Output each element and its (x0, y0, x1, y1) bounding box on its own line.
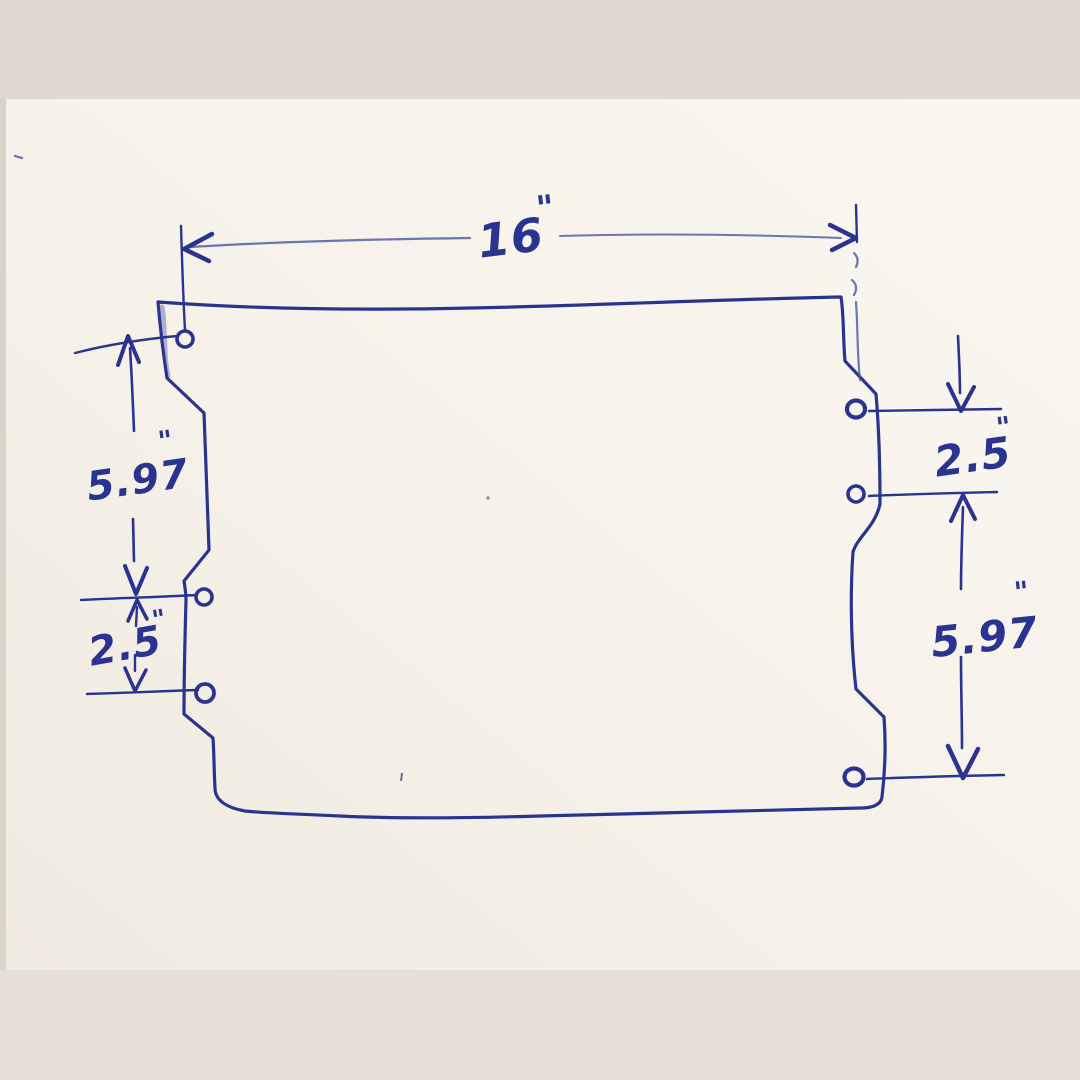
inch-mark: " (150, 604, 170, 636)
extension-line-right-lower (854, 300, 862, 382)
dim-line-16-right (559, 233, 842, 239)
dim-label-right-upper-value: 2.5 (931, 427, 1014, 486)
mounting-hole-right-top (844, 398, 868, 420)
dim-label-right-lower-value: 5.97 (928, 607, 1040, 667)
mounting-hole-left-bottom (194, 682, 216, 704)
arrowhead-down (123, 666, 148, 693)
extension-line-right-hole-bottom (865, 773, 1006, 781)
background-top-band (0, 0, 1080, 100)
arrowhead-right (827, 222, 859, 253)
dim-line-right-597-lower (959, 655, 964, 750)
dim-label-top-width: 16 " (475, 187, 558, 269)
arrowhead-down (946, 382, 976, 413)
mounting-hole-right-bottom (842, 766, 866, 788)
arrowhead-up (126, 598, 149, 623)
dim-line-right-597-upper (959, 505, 965, 591)
extension-line-right-hole-middle (867, 490, 999, 498)
paper-left-edge-shadow (0, 99, 6, 970)
pen-dot (400, 772, 403, 782)
plate-outline (156, 295, 887, 820)
mounting-hole-right-middle (846, 484, 866, 504)
dim-line-right-25 (956, 334, 962, 395)
extension-line-right-vertical (854, 203, 859, 244)
inch-mark: " (994, 410, 1014, 445)
dim-line-left-597-lower (131, 517, 136, 563)
arrowhead-up (116, 334, 141, 367)
dim-label-right-lower: 5.97 " (928, 575, 1040, 667)
inch-mark: " (1013, 575, 1032, 609)
inch-mark: " (156, 423, 176, 458)
extension-line-right-dashes (850, 251, 859, 297)
paper-speck (13, 154, 24, 160)
dim-line-16-left (188, 236, 472, 249)
extension-line-left-vertical (179, 224, 187, 332)
extension-line-left-hole-bottom (85, 688, 200, 696)
extension-line-right-hole-top (867, 407, 1003, 413)
arrowhead-down (123, 564, 149, 596)
dim-label-right-upper: 2.5 " (931, 410, 1014, 487)
dim-label-top-width-value: 16 (475, 207, 547, 269)
arrowhead-down (945, 743, 981, 781)
extension-line-left-hole-middle (79, 593, 199, 602)
paper-speck (486, 496, 490, 500)
inch-mark: " (534, 187, 557, 229)
background-bottom-band (0, 970, 1080, 1080)
arrowhead-left (181, 231, 215, 264)
mounting-hole-left-middle (194, 587, 214, 607)
paper-sheet (4, 99, 1080, 970)
dim-line-left-597-upper (128, 346, 136, 433)
dim-line-left-25-upper (134, 605, 139, 628)
ink-smudge (159, 304, 171, 379)
arrowhead-up (949, 493, 977, 523)
